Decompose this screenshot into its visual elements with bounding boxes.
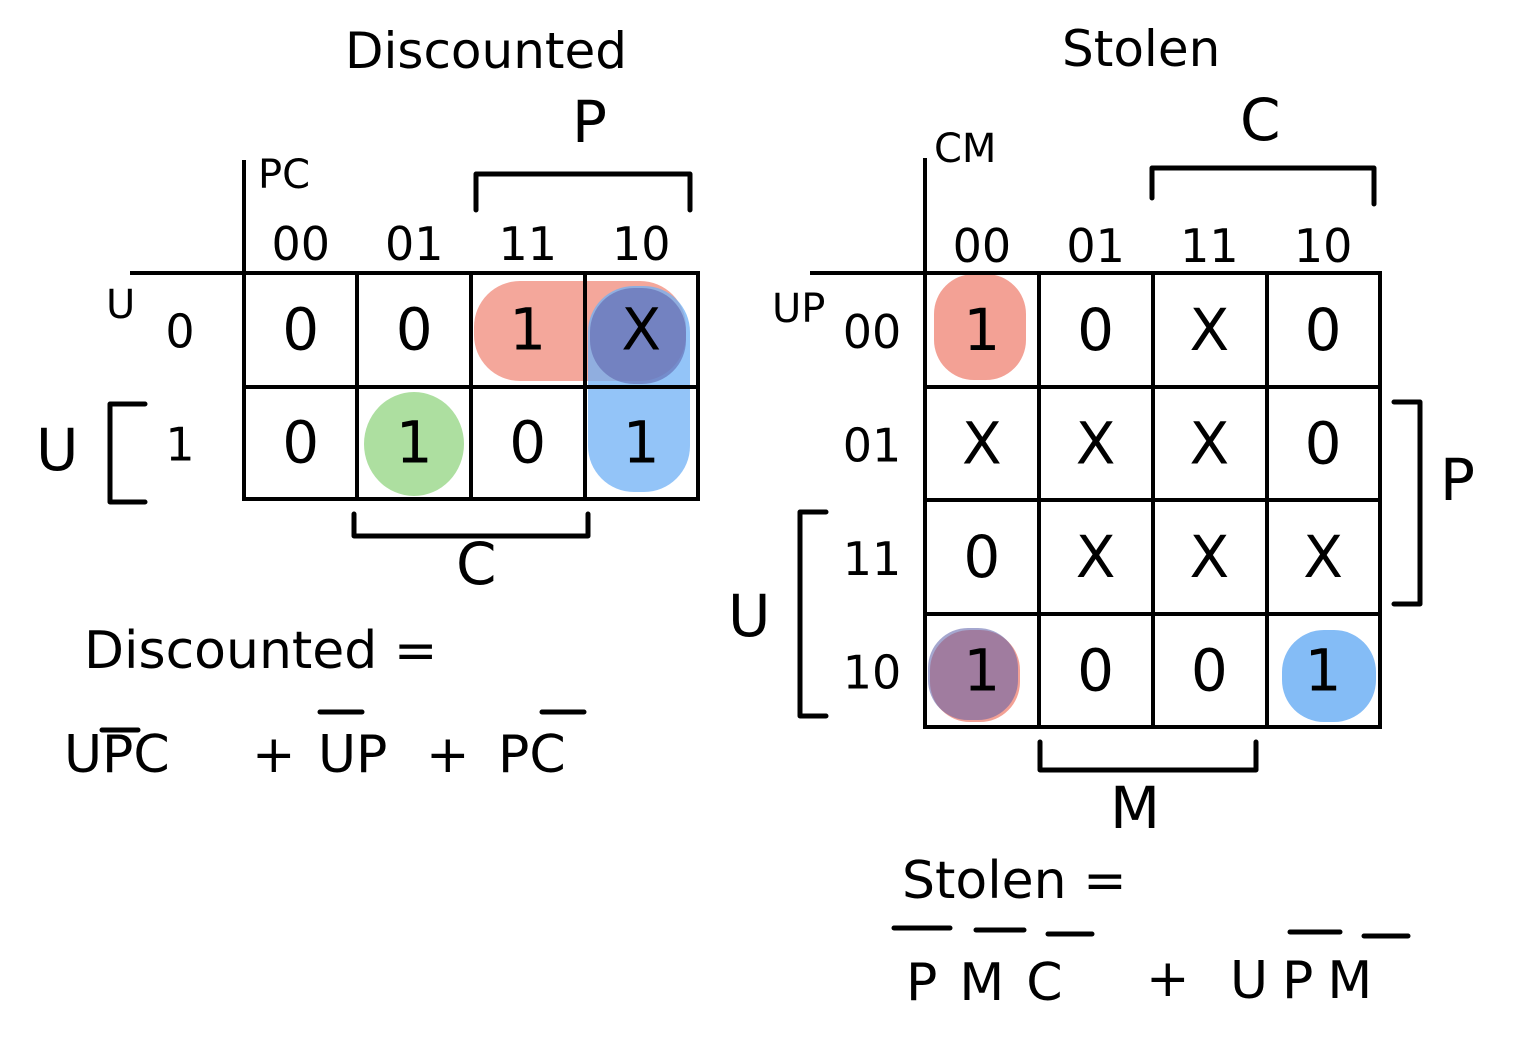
stolen-cell: 1 — [963, 296, 1000, 364]
stolen-cell: X — [1190, 409, 1230, 477]
stolen-cell: X — [1190, 523, 1230, 591]
stolen-left-brace-label: U — [728, 582, 770, 650]
stolen-right-brace — [1391, 399, 1423, 607]
stolen-cell: 0 — [1305, 409, 1342, 477]
stolen-row-header: 01 — [843, 418, 902, 472]
stolen-plus: + — [1146, 949, 1190, 1009]
stolen-cell: 1 — [963, 636, 1000, 704]
stolen-cell: X — [1303, 523, 1343, 591]
stolen-cell: 0 — [1077, 296, 1114, 364]
discounted-col-header: 11 — [498, 217, 557, 271]
stolen-cell: 0 — [1191, 636, 1228, 704]
stolen-cell: 1 — [1305, 636, 1342, 704]
stolen-grid — [810, 158, 1382, 729]
discounted-col-header: 01 — [385, 217, 444, 271]
discounted-cell: 0 — [282, 409, 319, 477]
discounted-title: Discounted — [345, 22, 627, 80]
stolen-col-header: 10 — [1294, 219, 1353, 273]
discounted-left-brace — [107, 401, 148, 505]
discounted-grid — [130, 160, 700, 501]
stolen-cell: X — [1076, 523, 1116, 591]
stolen-row-header: 10 — [843, 645, 902, 699]
stolen-red-group-top — [934, 274, 1026, 380]
stolen-term-1: PMC — [906, 953, 1085, 1013]
stolen-left-brace — [797, 509, 829, 719]
stolen-row-header: 11 — [843, 532, 902, 586]
discounted-bottom-brace-label: C — [456, 530, 497, 598]
discounted-term-1: UPC — [64, 725, 170, 785]
discounted-cell: 0 — [509, 409, 546, 477]
stolen-col-header: 11 — [1180, 219, 1239, 273]
discounted-equation-rhs: UPC + UP + PC — [64, 709, 587, 785]
discounted-row-header: 0 — [165, 305, 194, 359]
discounted-term-2: UP — [318, 725, 387, 785]
discounted-row-header: 1 — [165, 418, 194, 472]
discounted-top-brace — [473, 171, 693, 213]
stolen-overlap-group — [928, 628, 1018, 720]
discounted-cell: 1 — [623, 409, 660, 477]
stolen-title: Stolen — [1062, 20, 1220, 78]
discounted-bottom-brace — [351, 511, 591, 539]
stolen-equation-rhs: PMC + UPM — [891, 925, 1411, 1013]
stolen-row-header: 00 — [843, 305, 902, 359]
discounted-col-header: 00 — [271, 217, 330, 271]
stolen-cell: X — [1076, 409, 1116, 477]
discounted-col-header: 10 — [612, 217, 671, 271]
discounted-top-brace-label: P — [572, 88, 607, 156]
stolen-blue-group — [1282, 630, 1376, 722]
stolen-term-2: UPM — [1230, 951, 1386, 1011]
stolen-col-header: 00 — [953, 219, 1012, 273]
stolen-right-brace-label: P — [1440, 446, 1475, 514]
discounted-term-3: PC — [498, 725, 566, 785]
stolen-cell: X — [962, 409, 1002, 477]
stolen-cell: 0 — [1077, 636, 1114, 704]
stolen-top-brace — [1149, 165, 1377, 207]
discounted-plus-1: + — [252, 725, 296, 785]
discounted-green-group — [364, 392, 464, 496]
discounted-cell: 1 — [509, 296, 546, 364]
stolen-row-var-label: UP — [772, 286, 825, 332]
stolen-cell: 0 — [1305, 296, 1342, 364]
stolen-equation-lhs: Stolen = — [902, 851, 1127, 911]
discounted-left-brace-label: U — [36, 416, 78, 484]
stolen-cell: 0 — [963, 523, 1000, 591]
stolen-bottom-brace — [1037, 739, 1259, 773]
stolen-col-var-label: CM — [934, 126, 996, 172]
discounted-cell: 0 — [396, 296, 433, 364]
discounted-equation-lhs: Discounted = — [84, 621, 437, 681]
discounted-row-var-label: U — [106, 282, 135, 328]
discounted-plus-2: + — [426, 725, 470, 785]
stolen-top-brace-label: C — [1240, 86, 1281, 154]
stolen-col-header: 01 — [1066, 219, 1125, 273]
stolen-cell: X — [1190, 296, 1230, 364]
stolen-bottom-brace-label: M — [1110, 774, 1160, 842]
discounted-col-var-label: PC — [258, 152, 310, 198]
discounted-cell: 0 — [282, 296, 319, 364]
discounted-cell: X — [621, 296, 661, 364]
discounted-overlap-group — [590, 288, 686, 384]
discounted-cell: 1 — [396, 409, 433, 477]
